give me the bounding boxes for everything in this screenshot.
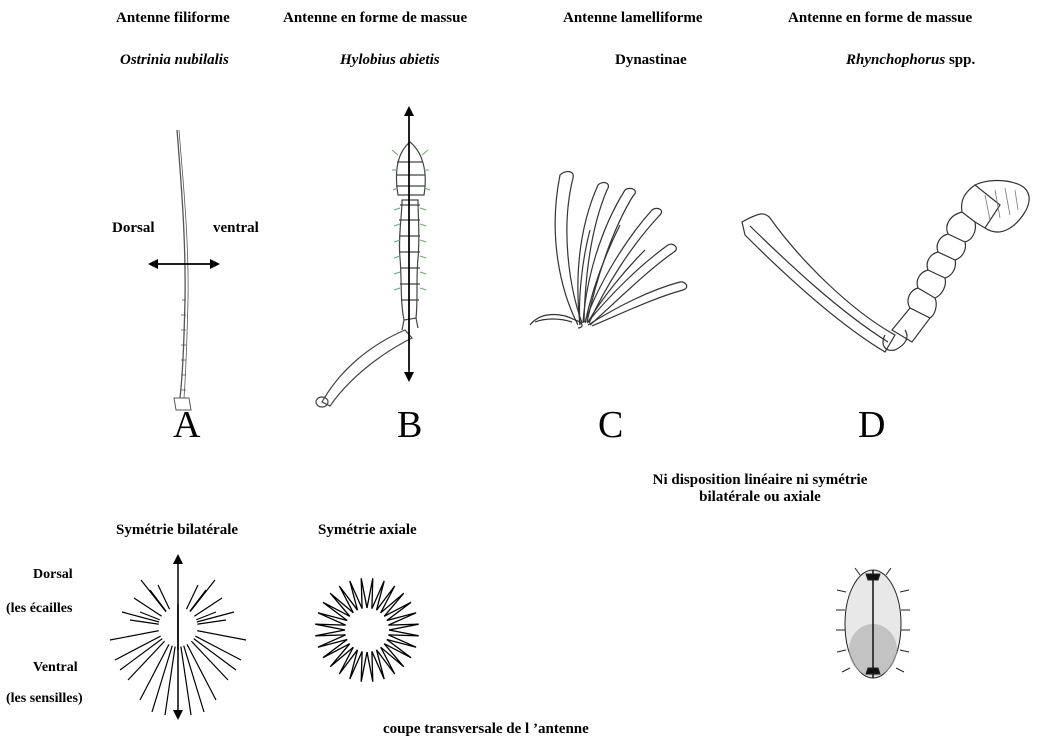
axial-spike	[350, 581, 362, 610]
axial-spike	[388, 630, 418, 636]
axial-spike	[387, 635, 416, 647]
axial-spike	[367, 651, 373, 681]
axial-spike	[388, 624, 418, 630]
axial-spike	[330, 644, 353, 667]
axial-spike	[361, 578, 367, 608]
axial-spike	[315, 630, 345, 636]
antenna-a-drawing	[174, 130, 191, 410]
axial-spike	[315, 624, 345, 630]
axial-spike	[330, 593, 353, 616]
antenna-c-drawing	[530, 172, 687, 328]
axial-spike	[372, 581, 384, 610]
axial-spike	[372, 650, 384, 679]
antenna-b-drawing	[316, 142, 430, 407]
antenna-d-drawing	[742, 180, 1029, 352]
axial-spike	[367, 578, 373, 608]
axial-spike	[318, 613, 347, 625]
axial-spike	[381, 593, 404, 616]
axial-spike	[350, 650, 362, 679]
axial-spike	[318, 635, 347, 647]
axial-spike	[381, 644, 404, 667]
asymmetric-cross-section	[836, 568, 910, 678]
axial-cross-section	[315, 578, 418, 681]
axial-spike	[361, 651, 367, 681]
axial-spike	[387, 613, 416, 625]
